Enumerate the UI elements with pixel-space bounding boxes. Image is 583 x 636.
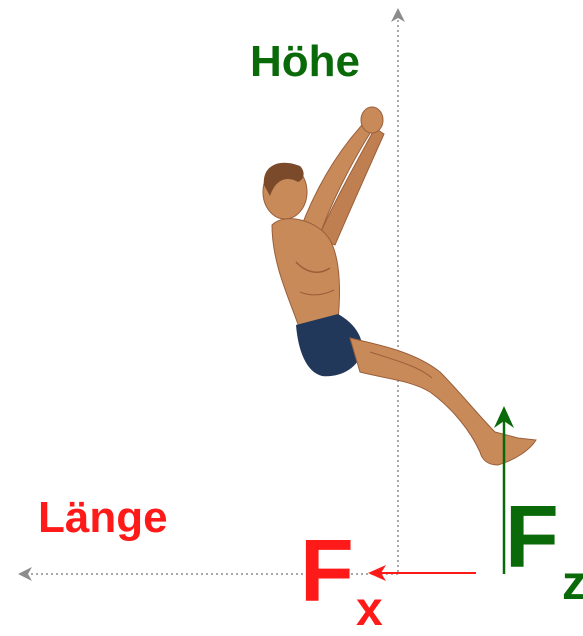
force-x-symbol: F [300, 521, 354, 620]
hair [263, 162, 304, 196]
arm-right [317, 127, 385, 246]
vertical-axis [391, 8, 405, 572]
force-x-arrow [368, 565, 476, 581]
force-z-subscript: z [562, 557, 583, 610]
force-x-arrowhead [368, 565, 386, 581]
force-z-arrowhead [494, 406, 514, 428]
legs [349, 337, 537, 466]
force-x-subscript: x [356, 583, 383, 636]
horizontal-axis-label: Länge [38, 493, 168, 542]
torso [271, 218, 341, 331]
vertical-axis-arrowhead [391, 8, 405, 22]
force-z-arrow [494, 406, 514, 574]
hands [360, 106, 384, 134]
horizontal-axis [18, 567, 398, 581]
swim-shorts [296, 314, 363, 377]
horizontal-axis-arrowhead [18, 567, 32, 581]
swimmer-diving-figure-icon [262, 106, 537, 466]
vertical-axis-label: Höhe [250, 37, 360, 86]
force-z-symbol: F [505, 487, 559, 586]
